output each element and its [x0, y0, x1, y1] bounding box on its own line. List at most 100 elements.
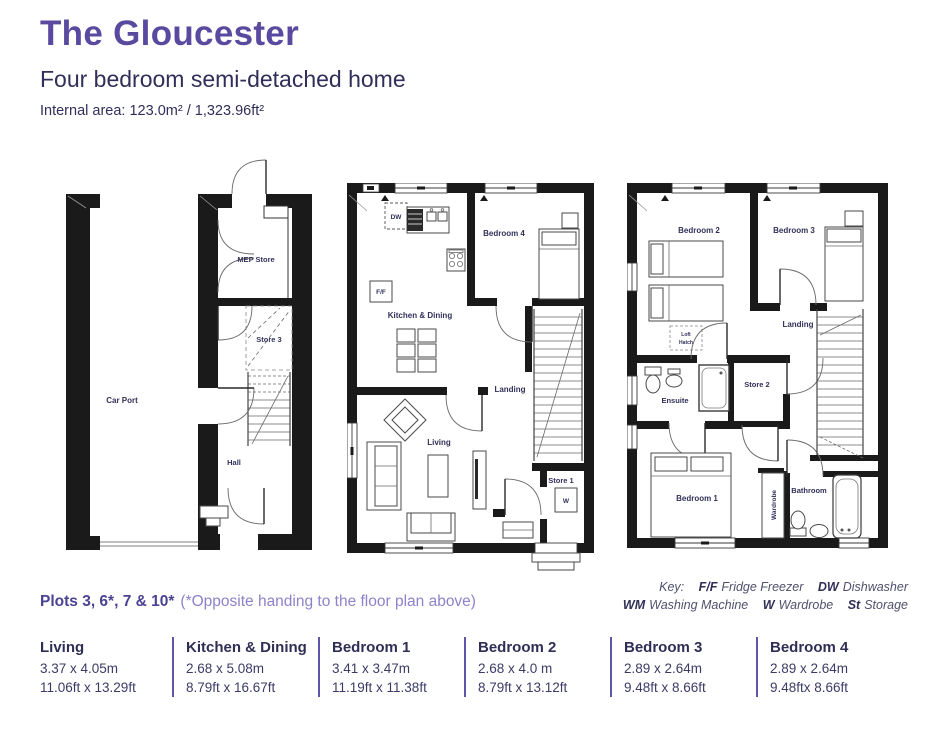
plots-note: Plots 3, 6*, 7 & 10* (*Opposite handing t… [40, 593, 476, 611]
store1-door-arc [504, 478, 542, 516]
bed-icon [538, 212, 580, 300]
store2-door-arc [786, 357, 824, 395]
wardrobe-unit [761, 472, 785, 539]
room-label-bedroom4: Bedroom 4 [483, 229, 525, 238]
stairs-icon [247, 372, 291, 446]
dimension-cell-bedroom1: Bedroom 1 3.41 x 3.47m 11.19ft x 11.38ft [318, 637, 464, 697]
room-label-kitchen-dining: Kitchen & Dining [388, 311, 453, 320]
bedroom2-door-arc [690, 322, 728, 360]
window [627, 262, 638, 292]
room-label-landing: Landing [494, 385, 525, 394]
key-label-st: Storage [864, 598, 908, 612]
bed-icon [650, 452, 732, 538]
hob-icon [446, 248, 466, 272]
room-imperial: 8.79ft x 13.12ft [478, 680, 568, 695]
bed-icon [648, 284, 724, 322]
window [766, 183, 821, 194]
room-metric: 3.37 x 4.05m [40, 661, 119, 676]
bath-icon [832, 474, 862, 539]
room-imperial: 9.48ftx 8.66ft [770, 680, 849, 695]
key-label-ff: Fridge Freezer [721, 580, 804, 594]
room-label-ensuite: Ensuite [661, 396, 688, 405]
room-metric: 2.68 x 4.0 m [478, 661, 553, 676]
room-label-hall: Hall [227, 458, 241, 467]
loveseat-icon [406, 512, 456, 542]
hall-table [502, 521, 534, 539]
dimension-cell-living: Living 3.37 x 4.05m 11.06ft x 13.29ft [40, 637, 172, 697]
room-label-store2: Store 2 [744, 380, 769, 389]
toilet-icon [789, 510, 807, 537]
flue-marker [362, 183, 380, 193]
bedroom4-door-arc [495, 305, 533, 343]
room-label-store1: Store 1 [548, 476, 573, 485]
key-prefix: Key: [659, 580, 685, 594]
hall-bench [199, 505, 229, 527]
key-label-dw: Dishwasher [842, 580, 908, 594]
sink-icon [665, 368, 683, 388]
bathroom-door-arc [786, 439, 824, 477]
bedroom3-door-arc [779, 268, 817, 306]
window [627, 424, 638, 450]
room-name: Kitchen & Dining [186, 639, 307, 656]
exterior-walls [66, 194, 312, 550]
appliance-label-dw: DW [391, 214, 403, 221]
mep-store-door-arcs [217, 219, 255, 293]
key-abbr-wm: WM [622, 598, 646, 612]
exterior-walls [347, 183, 594, 553]
loft-hatch-label-1: Loft [681, 332, 691, 338]
room-label-landing: Landing [782, 320, 813, 329]
floor-plan-ground: DW F/F Kitchen & Dining Bedroom 4 Landin… [347, 183, 594, 571]
window [484, 183, 538, 194]
entrance-door-arc [227, 487, 265, 525]
floor-plan-carport: MEP Store Store 3 Car Port Hall [66, 159, 312, 550]
sofa-icon [366, 441, 402, 511]
appliance-label-w: W [563, 498, 570, 505]
shower-icon [698, 364, 730, 412]
interior-walls [347, 193, 584, 543]
window [674, 537, 736, 549]
internal-area: Internal area: 123.0m² / 1,323.96ft² [40, 103, 265, 119]
bedroom1-door-arc [741, 424, 779, 462]
room-name: Bedroom 3 [624, 639, 703, 656]
key-label-wm: Washing Machine [649, 598, 749, 612]
room-name: Bedroom 2 [478, 639, 557, 656]
key-abbr-st: St [847, 598, 861, 612]
room-name: Living [40, 639, 85, 656]
floor-plan-first: Bedroom 2 Bedroom 3 Loft Hatch Landing E… [627, 183, 888, 549]
front-door-arc [231, 159, 267, 195]
loft-hatch-label-2: Hatch [679, 340, 693, 346]
room-label-wardrobe: Wardrobe [771, 490, 778, 520]
dining-table-icon [396, 328, 437, 373]
plots-title: Plots 3, 6*, 7 & 10* [40, 593, 175, 610]
store3-partition [217, 298, 293, 371]
room-label-mep-store: MEP Store [237, 255, 274, 264]
room-imperial: 11.19ft x 11.38ft [332, 680, 427, 695]
armchair-icon [383, 398, 427, 442]
room-metric: 2.89 x 2.64m [624, 661, 703, 676]
plots-handing-note: (*Opposite handing to the floor plan abo… [180, 593, 476, 610]
dimensions-table: Living 3.37 x 4.05m 11.06ft x 13.29ft Ki… [40, 637, 902, 697]
dimension-cell-bedroom2: Bedroom 2 2.68 x 4.0 m 8.79ft x 13.12ft [464, 637, 610, 697]
stairs-icon [533, 309, 583, 461]
room-label-store3: Store 3 [256, 335, 281, 344]
room-imperial: 8.79ft x 16.67ft [186, 680, 276, 695]
porch-step [531, 542, 581, 571]
kitchen-units [384, 202, 450, 234]
exterior-walls [627, 183, 888, 548]
bed-icon [824, 210, 864, 302]
window [394, 183, 448, 194]
key-abbr-dw: DW [817, 580, 839, 594]
dimension-marker [661, 195, 771, 201]
mep-store-cupboard [263, 205, 289, 300]
stairs-icon [816, 309, 866, 460]
hall-door-arc [217, 387, 255, 425]
toilet-icon [644, 366, 662, 394]
page-title: The Gloucester [40, 14, 299, 53]
room-metric: 2.68 x 5.08m [186, 661, 265, 676]
wardrobe-box [554, 487, 578, 513]
room-label-bedroom3: Bedroom 3 [773, 226, 815, 235]
appliance-label-ff: F/F [376, 289, 386, 296]
carport-edge-line [100, 541, 198, 547]
